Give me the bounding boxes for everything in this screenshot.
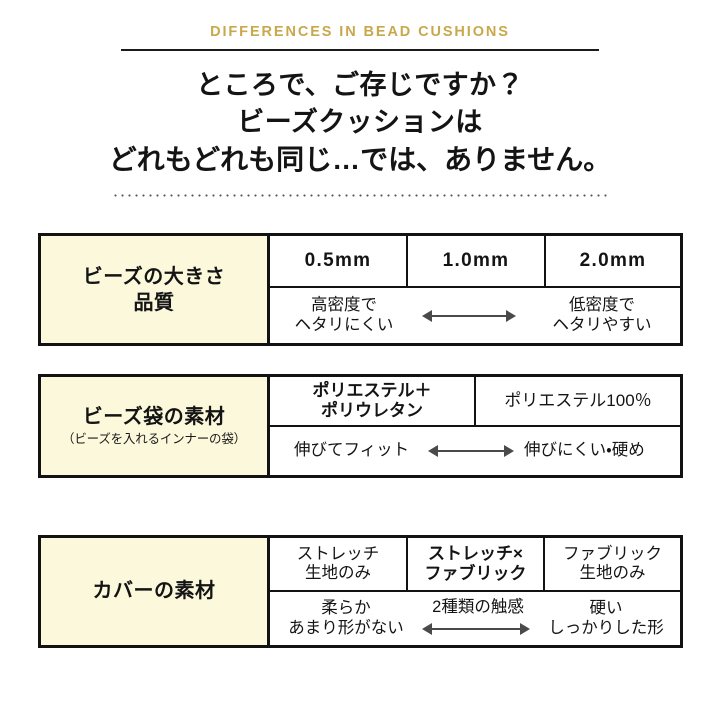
table-3-option-1[interactable]: ストレッチ× ファブリック	[408, 538, 545, 590]
table-1-label-cell: ビーズの大きさ 品質	[41, 236, 270, 343]
table-1-option-0-label: 0.5mm	[304, 249, 372, 271]
table-1-desc-left-line2: ヘタリにくい	[294, 315, 394, 334]
table-2-desc-left-line1: 伸びてフィット	[294, 441, 410, 460]
table-1-option-0[interactable]: 0.5mm	[270, 236, 408, 286]
table-3-option-1-line1: ストレッチ×	[428, 543, 523, 563]
table-1-desc-right-line1: 低密度で	[569, 295, 635, 314]
table-2-option-1[interactable]: ポリエステル100％	[476, 377, 680, 425]
arrow-head-left-icon	[422, 623, 432, 635]
table-1-desc-row: 高密度で ヘタリにくい 低密度で ヘタリやすい	[270, 288, 680, 343]
dotted-divider	[112, 194, 608, 198]
headline-line-2: ビーズクッションは	[237, 107, 483, 138]
table-2-values: ポリエステル＋ ポリウレタン ポリエステル100％ 伸びてフィット 伸びにくい・…	[270, 377, 680, 475]
table-3-option-0-line2: 生地のみ	[305, 564, 371, 582]
table-1-desc-left-line1: 高密度で	[311, 295, 377, 314]
table-3-range-arrow	[422, 623, 530, 635]
table-2-desc-left: 伸びてフィット	[294, 441, 409, 461]
header-rule	[121, 48, 599, 51]
table-2-option-0-line2: ポリウレタン	[321, 401, 423, 420]
table-1-label-main2: 品質	[133, 291, 175, 314]
arrow-head-right-icon	[506, 309, 516, 322]
table-2-option-0[interactable]: ポリエステル＋ ポリウレタン	[270, 377, 476, 425]
table-3-option-1-label: ストレッチ× ファブリック	[425, 544, 527, 584]
table-3-desc-right-line1: 硬い	[589, 598, 623, 617]
table-2-option-0-line1: ポリエステル＋	[312, 380, 432, 400]
table-1-range-arrow	[422, 309, 516, 322]
table-3-option-0-label: ストレッチ 生地のみ	[297, 545, 380, 584]
table-2-desc-row: 伸びてフィット 伸びにくい・硬め	[270, 427, 680, 475]
comparison-table-cover-material: カバーの素材 ストレッチ 生地のみ ストレッチ× ファブリック ファブリック 生…	[38, 535, 683, 648]
table-3-desc-row: 柔らか あまり形がない 2種類の触感 硬い しっかりした形	[270, 592, 680, 645]
table-3-label-main: カバーの素材	[92, 579, 216, 602]
table-1-label-main: ビーズの大きさ	[82, 265, 226, 288]
arrow-head-right-icon	[504, 445, 514, 457]
table-2-desc-right: 伸びにくい・硬め	[524, 441, 645, 461]
table-1-option-1[interactable]: 1.0mm	[408, 236, 546, 286]
table-1-desc-right-line2: ヘタリやすい	[552, 315, 652, 334]
header-block: DIFFERENCES IN BEAD CUSHIONS	[0, 0, 720, 51]
table-1-desc-right: 低密度で ヘタリやすい	[532, 296, 672, 336]
headline-line-3: どれもどれも同じ…では、ありません。	[108, 144, 612, 176]
arrow-head-left-icon	[428, 445, 438, 457]
arrow-shaft	[432, 314, 506, 317]
table-3-desc-left-line2: あまり形がない	[288, 618, 404, 637]
table-1-desc-left: 高密度で ヘタリにくい	[276, 296, 412, 336]
headline-block: ところで、ご存じですか？ ビーズクッションは どれもどれも同じ…では、ありません…	[0, 67, 720, 180]
table-3-desc-center-line1: 2種類の触感	[432, 598, 524, 616]
table-2-option-1-label: ポリエステル100％	[504, 390, 652, 410]
table-1-option-1-label: 1.0mm	[442, 249, 510, 271]
table-2-desc-right-line1: 伸びにくい・硬め	[524, 441, 645, 460]
table-3-values: ストレッチ 生地のみ ストレッチ× ファブリック ファブリック 生地のみ 柔らか	[270, 538, 680, 645]
table-2-label-main: ビーズ袋の素材	[82, 406, 226, 429]
table-3-desc-left-line1: 柔らか	[321, 598, 371, 617]
table-3-option-2-line2: 生地のみ	[579, 564, 646, 582]
comparison-table-inner-bag-material: ビーズ袋の素材 （ビーズを入れるインナーの袋） ポリエステル＋ ポリウレタン ポ…	[38, 374, 683, 478]
table-3-desc-right-line2: しっかりした形	[548, 618, 664, 637]
table-1-values: 0.5mm 1.0mm 2.0mm 高密度で ヘタリにくい 低密度で ヘタリやす…	[270, 236, 680, 343]
table-2-range-arrow	[428, 445, 514, 457]
table-3-option-2-line1: ファブリック	[563, 544, 662, 563]
arrow-shaft	[438, 450, 504, 452]
table-1-option-2-label: 2.0mm	[579, 249, 647, 271]
arrow-head-left-icon	[422, 309, 432, 322]
eyebrow-title: DIFFERENCES IN BEAD CUSHIONS	[210, 24, 510, 40]
table-3-option-0-line1: ストレッチ	[296, 544, 380, 563]
comparison-table-bead-size: ビーズの大きさ 品質 0.5mm 1.0mm 2.0mm 高密度で ヘタリにくい	[38, 233, 683, 346]
table-3-options-row: ストレッチ 生地のみ ストレッチ× ファブリック ファブリック 生地のみ	[270, 538, 680, 592]
arrow-head-right-icon	[520, 623, 530, 635]
table-3-desc-right: 硬い しっかりした形	[534, 599, 678, 639]
table-3-option-1-line2: ファブリック	[424, 564, 527, 583]
table-1-options-row: 0.5mm 1.0mm 2.0mm	[270, 236, 680, 288]
headline-line-1: ところで、ご存じですか？	[196, 69, 524, 100]
table-3-option-2[interactable]: ファブリック 生地のみ	[545, 538, 680, 590]
table-1-option-2[interactable]: 2.0mm	[546, 236, 680, 286]
table-2-option-0-label: ポリエステル＋ ポリウレタン	[313, 381, 432, 421]
table-2-label-sub: （ビーズを入れるインナーの袋）	[62, 431, 246, 446]
table-3-desc-center: 2種類の触感	[418, 598, 538, 618]
table-3-label-cell: カバーの素材	[41, 538, 270, 645]
table-2-label-cell: ビーズ袋の素材 （ビーズを入れるインナーの袋）	[41, 377, 270, 475]
table-3-option-2-label: ファブリック 生地のみ	[563, 545, 662, 584]
table-2-options-row: ポリエステル＋ ポリウレタン ポリエステル100％	[270, 377, 680, 427]
table-3-option-0[interactable]: ストレッチ 生地のみ	[270, 538, 408, 590]
arrow-shaft	[432, 628, 520, 630]
table-3-desc-left: 柔らか あまり形がない	[274, 599, 418, 639]
